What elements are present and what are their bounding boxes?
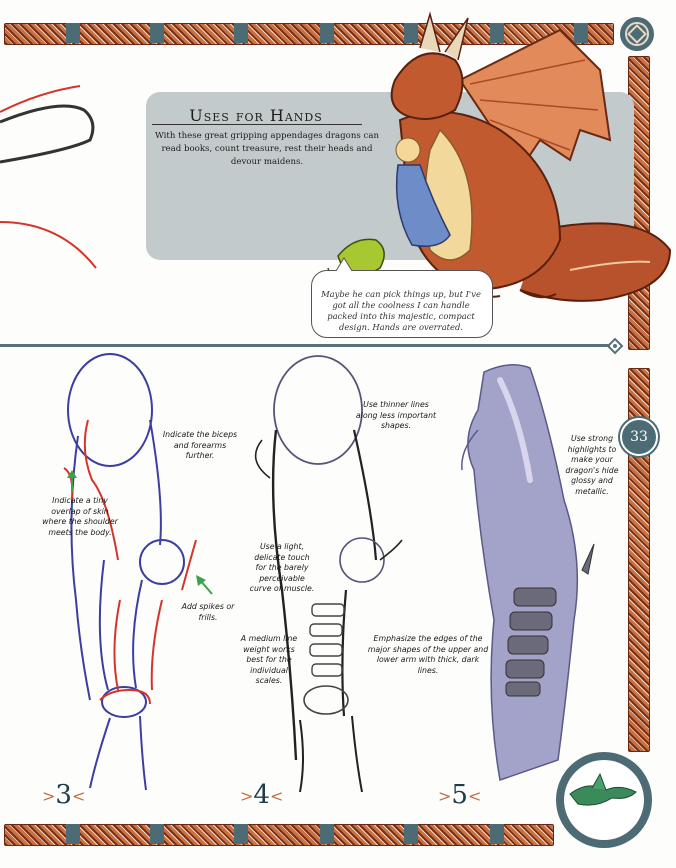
step-number-label: 4	[253, 780, 270, 810]
chevron-left-icon: <	[71, 786, 86, 806]
chevron-right-icon: >	[438, 786, 452, 806]
note-emphasize-edges: Emphasize the edges of the major shapes …	[367, 634, 489, 675]
step-4-number: >4<	[240, 780, 283, 810]
step-number-label: 3	[55, 780, 72, 810]
note-spikes: Add spikes or frills.	[181, 602, 235, 622]
arrow-icon	[196, 575, 213, 595]
note-medium-line: A medium line weight works best for the …	[240, 634, 298, 685]
note-light-touch: Use a light, delicate touch for the bare…	[249, 542, 315, 593]
border-block	[320, 824, 334, 844]
page-number: 33	[620, 418, 658, 456]
speech-bubble	[311, 270, 493, 338]
divider-ornament-icon	[606, 337, 624, 355]
step-3-number: >3<	[42, 780, 85, 810]
title-rule	[152, 124, 362, 125]
border-block	[574, 23, 588, 43]
note-biceps: Indicate the biceps and forearms further…	[162, 430, 238, 460]
right-border-lower	[628, 368, 650, 752]
celtic-knot-icon	[625, 22, 649, 46]
step-5-number: >5<	[438, 780, 481, 810]
sidebar-text: With these great gripping appendages dra…	[155, 131, 379, 167]
border-block	[150, 23, 164, 43]
note-skin-overlap: Indicate a tiny overlap of skin where th…	[42, 496, 118, 537]
border-block	[234, 824, 248, 844]
chevron-right-icon: >	[240, 786, 254, 806]
border-block	[320, 23, 334, 43]
border-block	[490, 824, 504, 844]
border-block	[490, 23, 504, 43]
speech-bubble-text: Maybe he can pick things up, but I've go…	[321, 289, 481, 332]
step-number-label: 5	[451, 780, 468, 810]
border-block	[150, 824, 164, 844]
section-divider	[0, 344, 610, 347]
border-block	[66, 23, 80, 43]
arrow-icon	[67, 470, 77, 492]
chevron-left-icon: <	[269, 786, 284, 806]
border-block	[66, 824, 80, 844]
border-block	[404, 23, 418, 43]
note-thinner-lines: Use thinner lines along less important s…	[355, 400, 437, 430]
sidebar-title: Uses for Hands	[189, 106, 323, 125]
note-highlights: Use strong highlights to make your drago…	[565, 434, 619, 496]
border-block	[234, 23, 248, 43]
chevron-left-icon: <	[467, 786, 482, 806]
chevron-right-icon: >	[42, 786, 56, 806]
border-block	[404, 824, 418, 844]
